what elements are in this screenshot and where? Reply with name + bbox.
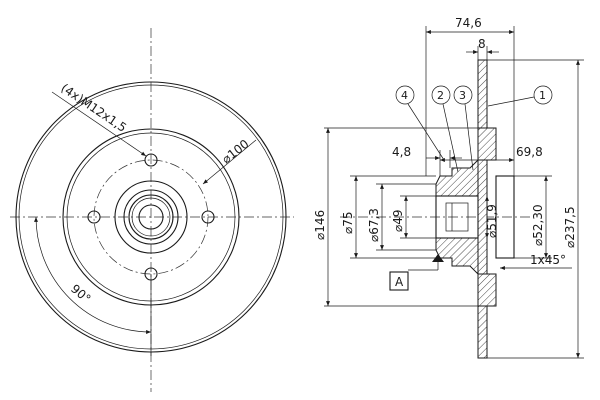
dim-d51-9-label: ⌀51,9 [485,204,499,238]
dim-d237-5-label: ⌀237,5 [563,206,577,248]
dim-d49-label: ⌀49 [391,210,405,233]
pcd-leader [202,139,257,185]
bolt-spec-leader [51,91,147,157]
callout-4-label: 4 [401,89,408,102]
dim-4-8-label: 4,8 [392,145,411,159]
callout-1-label: 1 [539,89,546,102]
angle-arc [34,216,152,334]
datum-a-label: A [395,275,404,289]
callout-2-label: 2 [437,89,444,102]
hub-flange-extension [495,175,515,259]
callout-4: 4 [395,85,445,161]
callout-2: 2 [431,85,459,173]
dim-d146-label: ⌀146 [313,210,327,240]
front-view: (4x)M12x1,5 ⌀100 90° [10,28,294,392]
callout-3-label: 3 [459,89,466,102]
dim-d52-30-label: ⌀52,30 [531,204,545,246]
bolt-pcd-circle [93,159,209,275]
callout-1: 1 [487,85,553,107]
dim-69-8-label: 69,8 [516,145,543,159]
datum-a-triangle [432,254,444,262]
bolt-hole-top [144,153,158,167]
dim-8-label: 8 [478,37,486,51]
dim-74-6-label: 74,6 [455,16,482,30]
bearing-seat [445,202,469,232]
datum-a-box [389,271,409,291]
hub-bore-outline [435,195,479,239]
chamfer-label: 1x45° [530,253,566,267]
dim-d67-3-label: ⌀67,3 [367,208,381,242]
section-view: 74,6 8 1 2 3 4 ⌀146 [313,16,584,359]
angle-label: 90° [68,282,93,306]
pcd-label: ⌀100 [219,137,251,167]
dim-d75-label: ⌀75 [341,212,355,235]
bolt-hole-right [201,210,215,224]
